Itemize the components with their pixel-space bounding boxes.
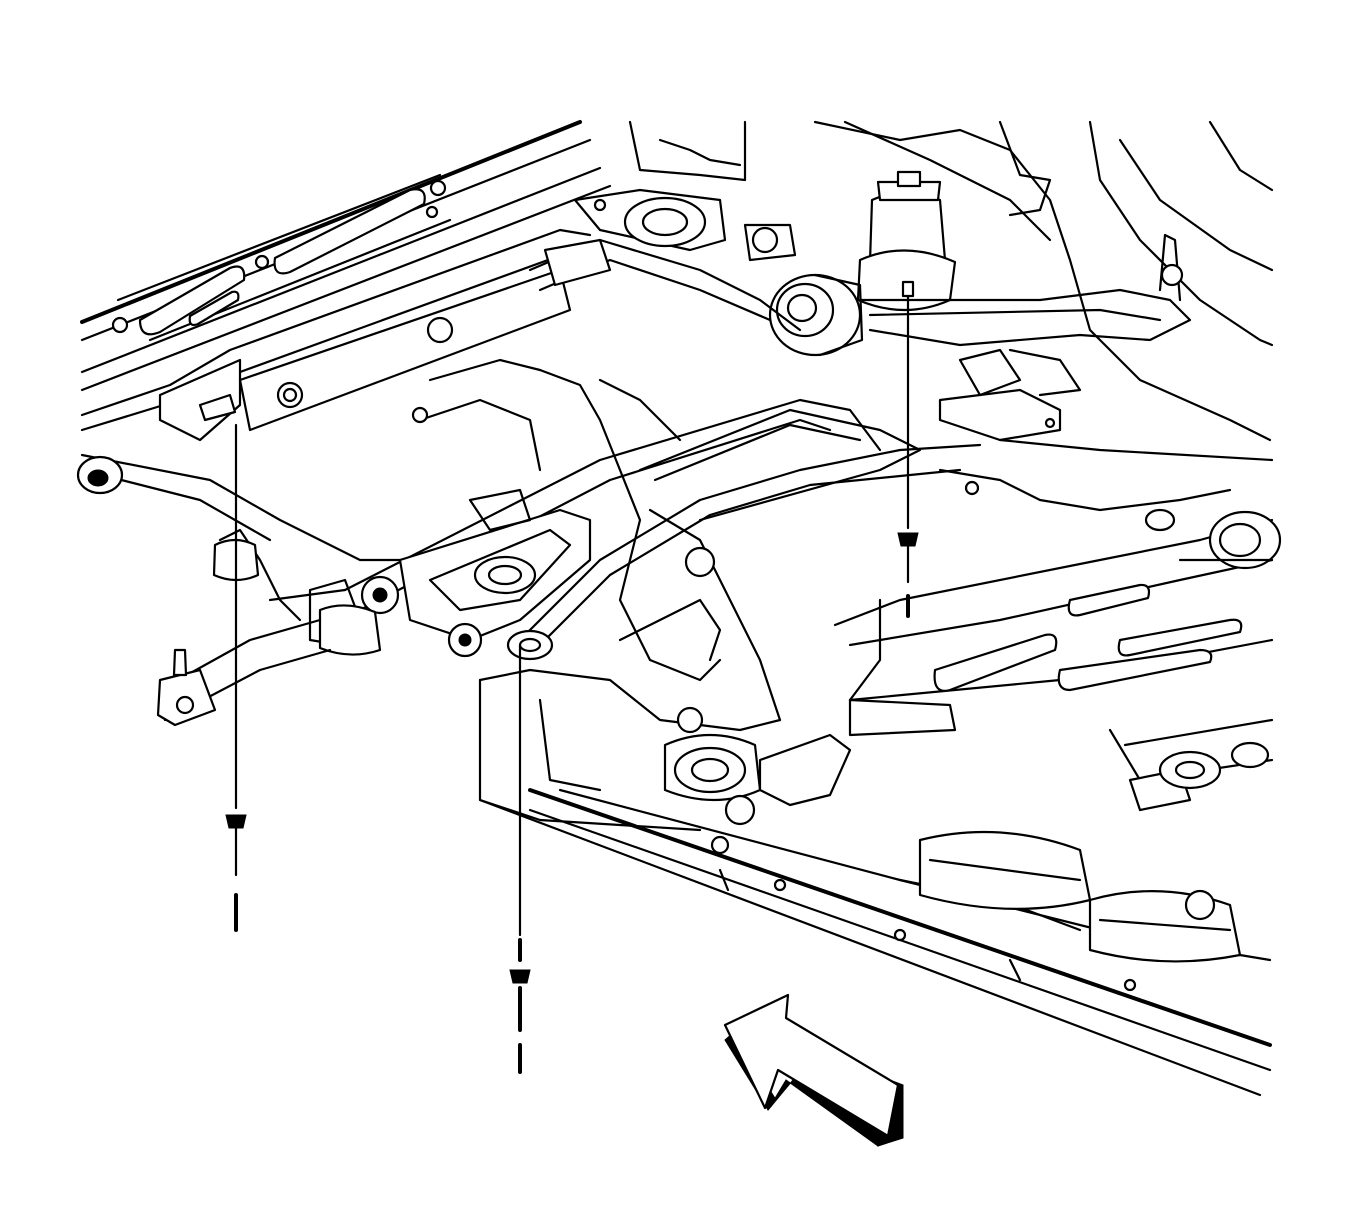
- left-frame-rail: [80, 120, 612, 392]
- fastener-center: [509, 643, 531, 1074]
- fastener-left: [225, 423, 247, 932]
- center-brace: [308, 398, 982, 661]
- left-crossmember: [76, 228, 592, 562]
- right-floor-area: [833, 438, 1282, 812]
- lower-center-panel: [478, 668, 957, 855]
- rocker-sill: [478, 788, 1272, 1097]
- upper-right-suspension: [743, 120, 1274, 442]
- lower-left-control-arm: [156, 528, 347, 727]
- top-center-mount: [528, 120, 802, 332]
- bolt-icon: [897, 532, 919, 547]
- front-arrow-icon: [723, 993, 904, 1147]
- bolt-icon: [225, 814, 247, 829]
- heat-shield: [411, 316, 782, 722]
- fastener-right: [897, 280, 919, 618]
- bolt-icon: [509, 969, 531, 984]
